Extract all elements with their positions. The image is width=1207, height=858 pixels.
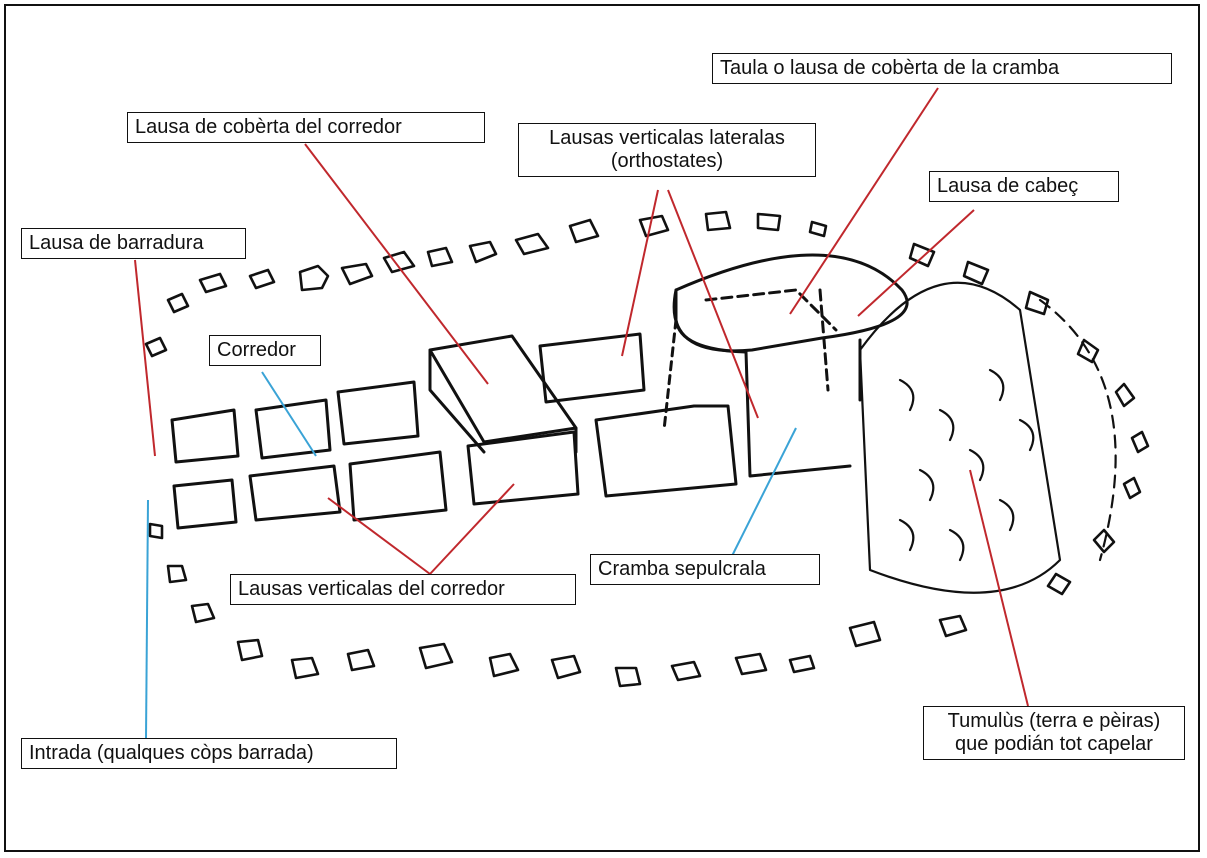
label-tumulus-line2: que podián tot capelar (955, 733, 1153, 755)
blue-pointers (145, 371, 797, 739)
label-verticalas-lateralas: Lausas verticalas lateralas (orthostates… (518, 123, 816, 177)
label-tumulus: Tumulùs (terra e pèiras) que podián tot … (923, 706, 1185, 760)
label-taula: Taula o lausa de cobèrta de la cramba (712, 53, 1172, 84)
label-verticalas-corredor: Lausas verticalas del corredor (230, 574, 576, 605)
peristalith-stones (144, 210, 1150, 688)
label-intrada: Intrada (qualques còps barrada) (21, 738, 397, 769)
label-verticalas-lateralas-line1: Lausas verticalas lateralas (549, 127, 785, 149)
label-barradura: Lausa de barradura (21, 228, 246, 259)
label-coberta-corredor: Lausa de cobèrta del corredor (127, 112, 485, 143)
red-pointers (134, 87, 1029, 707)
label-verticalas-lateralas-line2: (orthostates) (610, 150, 724, 172)
chamber (662, 253, 909, 478)
corridor-cover-slab (428, 334, 578, 454)
tumulus-mound (858, 281, 1117, 594)
corridor-back-slabs (170, 332, 646, 464)
corridor-front-slabs (172, 404, 738, 530)
label-corredor: Corredor (209, 335, 321, 366)
label-cramba: Cramba sepulcrala (590, 554, 820, 585)
label-cabec: Lausa de cabeç (929, 171, 1119, 202)
label-tumulus-line1: Tumulùs (terra e pèiras) (947, 710, 1161, 732)
